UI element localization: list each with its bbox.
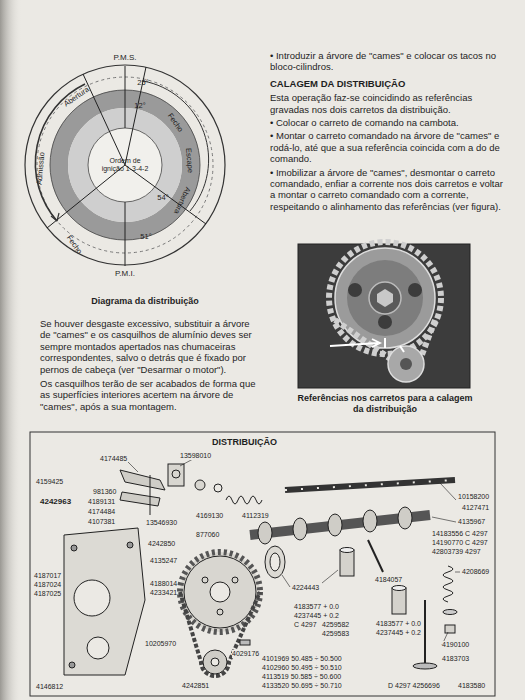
- angle-label: 54°: [157, 193, 168, 202]
- phase-label: Escape: [184, 147, 195, 173]
- phase-label: Fecho: [64, 233, 83, 255]
- body-text: • Imobilizar a árvore de "cames", desmon…: [270, 167, 505, 213]
- phase-label: Admissão: [34, 151, 46, 185]
- phase-label: Fecho: [165, 111, 184, 133]
- part-number: 4183580: [458, 682, 485, 690]
- part-number: 4184057: [375, 576, 402, 584]
- section-heading: CALAGEM DA DISTRIBUIÇÃO: [270, 78, 505, 89]
- part-number: 4187017: [34, 572, 61, 580]
- body-text: • Montar o carreto comandado na árvore d…: [270, 130, 505, 164]
- part-number: 4169130: [196, 512, 223, 520]
- figure-title: DISTRIBUIÇÃO: [212, 437, 277, 448]
- binding-shadow: [0, 0, 22, 700]
- part-number: 4159425: [36, 478, 63, 486]
- part-number: 4242850: [148, 540, 175, 548]
- part-number: 4259582: [322, 621, 349, 629]
- part-number: 4188014: [150, 580, 177, 588]
- part-number: 10158200: [458, 493, 489, 501]
- part-number: 4237445 + 0.2: [294, 612, 339, 620]
- part-number: 4107381: [88, 518, 115, 526]
- figure-caption: Diagrama da distribuição: [60, 296, 230, 307]
- part-number: 4127471: [462, 504, 489, 512]
- body-text: Esta operação faz-se coincidindo as refe…: [270, 92, 505, 115]
- part-number: 4174485: [100, 455, 127, 463]
- body-text: • Colocar o carreto de comando na cambot…: [270, 117, 505, 128]
- part-number: 877060: [196, 531, 219, 539]
- part-number: 4237445 + 0.2: [376, 629, 421, 637]
- part-number: 4242851: [182, 682, 209, 690]
- part-number: 4029176: [232, 650, 259, 658]
- part-number: 4189131: [88, 498, 115, 506]
- part-number: 10205970: [145, 640, 176, 648]
- part-number: 4146812: [36, 683, 63, 691]
- part-number: 4187024: [34, 581, 61, 589]
- figure-caption: Referências nos carretos para a calagem …: [292, 393, 478, 415]
- part-number: 13598010: [180, 452, 211, 460]
- bearing-size: 4101969 50.485 ÷ 50.500: [262, 655, 342, 663]
- phase-label: Abertura: [172, 185, 192, 215]
- bearing-size: 4133520 50.695 ÷ 50.710: [262, 682, 342, 690]
- sprocket-photo: [298, 242, 470, 388]
- part-number: 4174484: [88, 508, 115, 516]
- part-number: 4242963: [40, 497, 71, 507]
- part-number: 4224443: [292, 584, 319, 592]
- part-number: 4259583: [322, 630, 349, 638]
- body-text: Se houver desgaste excessivo, substituir…: [40, 318, 260, 375]
- body-text: Os casquilhos terão de ser acabados de f…: [40, 378, 260, 412]
- part-number: 4190100: [442, 641, 469, 649]
- part-number: 4112319: [242, 512, 269, 520]
- exploded-view: [30, 432, 495, 696]
- spring-coil: [226, 496, 262, 504]
- bearing-size: 4102960 50.495 ÷ 50.510: [262, 664, 342, 672]
- part-number: 14190770 C 4297: [432, 539, 488, 547]
- part-number: 42803739 4297: [432, 548, 481, 556]
- part-number: 14183556 C 4297: [432, 530, 488, 538]
- part-number: 13546930: [146, 519, 177, 527]
- part-number: 4183577 + 0.0: [376, 620, 421, 628]
- part-number: 981360: [93, 488, 116, 496]
- part-number: 4208669: [462, 568, 489, 576]
- timing-diagram: [25, 65, 225, 266]
- body-text: • Introduzir a árvore de "cames" e coloc…: [270, 50, 505, 73]
- angle-label: 51°: [140, 232, 151, 241]
- part-number: 4187025: [34, 590, 61, 598]
- firing-order: Ordem de ignição 1-3-4-2: [98, 157, 152, 174]
- bearing-size: 4113519 50.585 ÷ 50.600: [262, 673, 341, 681]
- dead-centre-label: P.M.S.: [114, 53, 137, 63]
- part-number: 4135247: [150, 557, 177, 565]
- part-number: 4135967: [458, 518, 485, 526]
- phase-label: Abertura: [62, 84, 91, 108]
- part-number: D 4297 4256696: [388, 682, 440, 690]
- angle-label: 25°: [137, 78, 148, 87]
- angle-label: 12°: [134, 101, 145, 110]
- part-number: C 4297: [294, 621, 317, 629]
- dead-centre-label: P.M.I.: [115, 269, 135, 279]
- part-number: 4233421: [150, 589, 177, 597]
- part-number: 4183703: [442, 655, 469, 663]
- part-number: 4183577 + 0.0: [294, 603, 339, 611]
